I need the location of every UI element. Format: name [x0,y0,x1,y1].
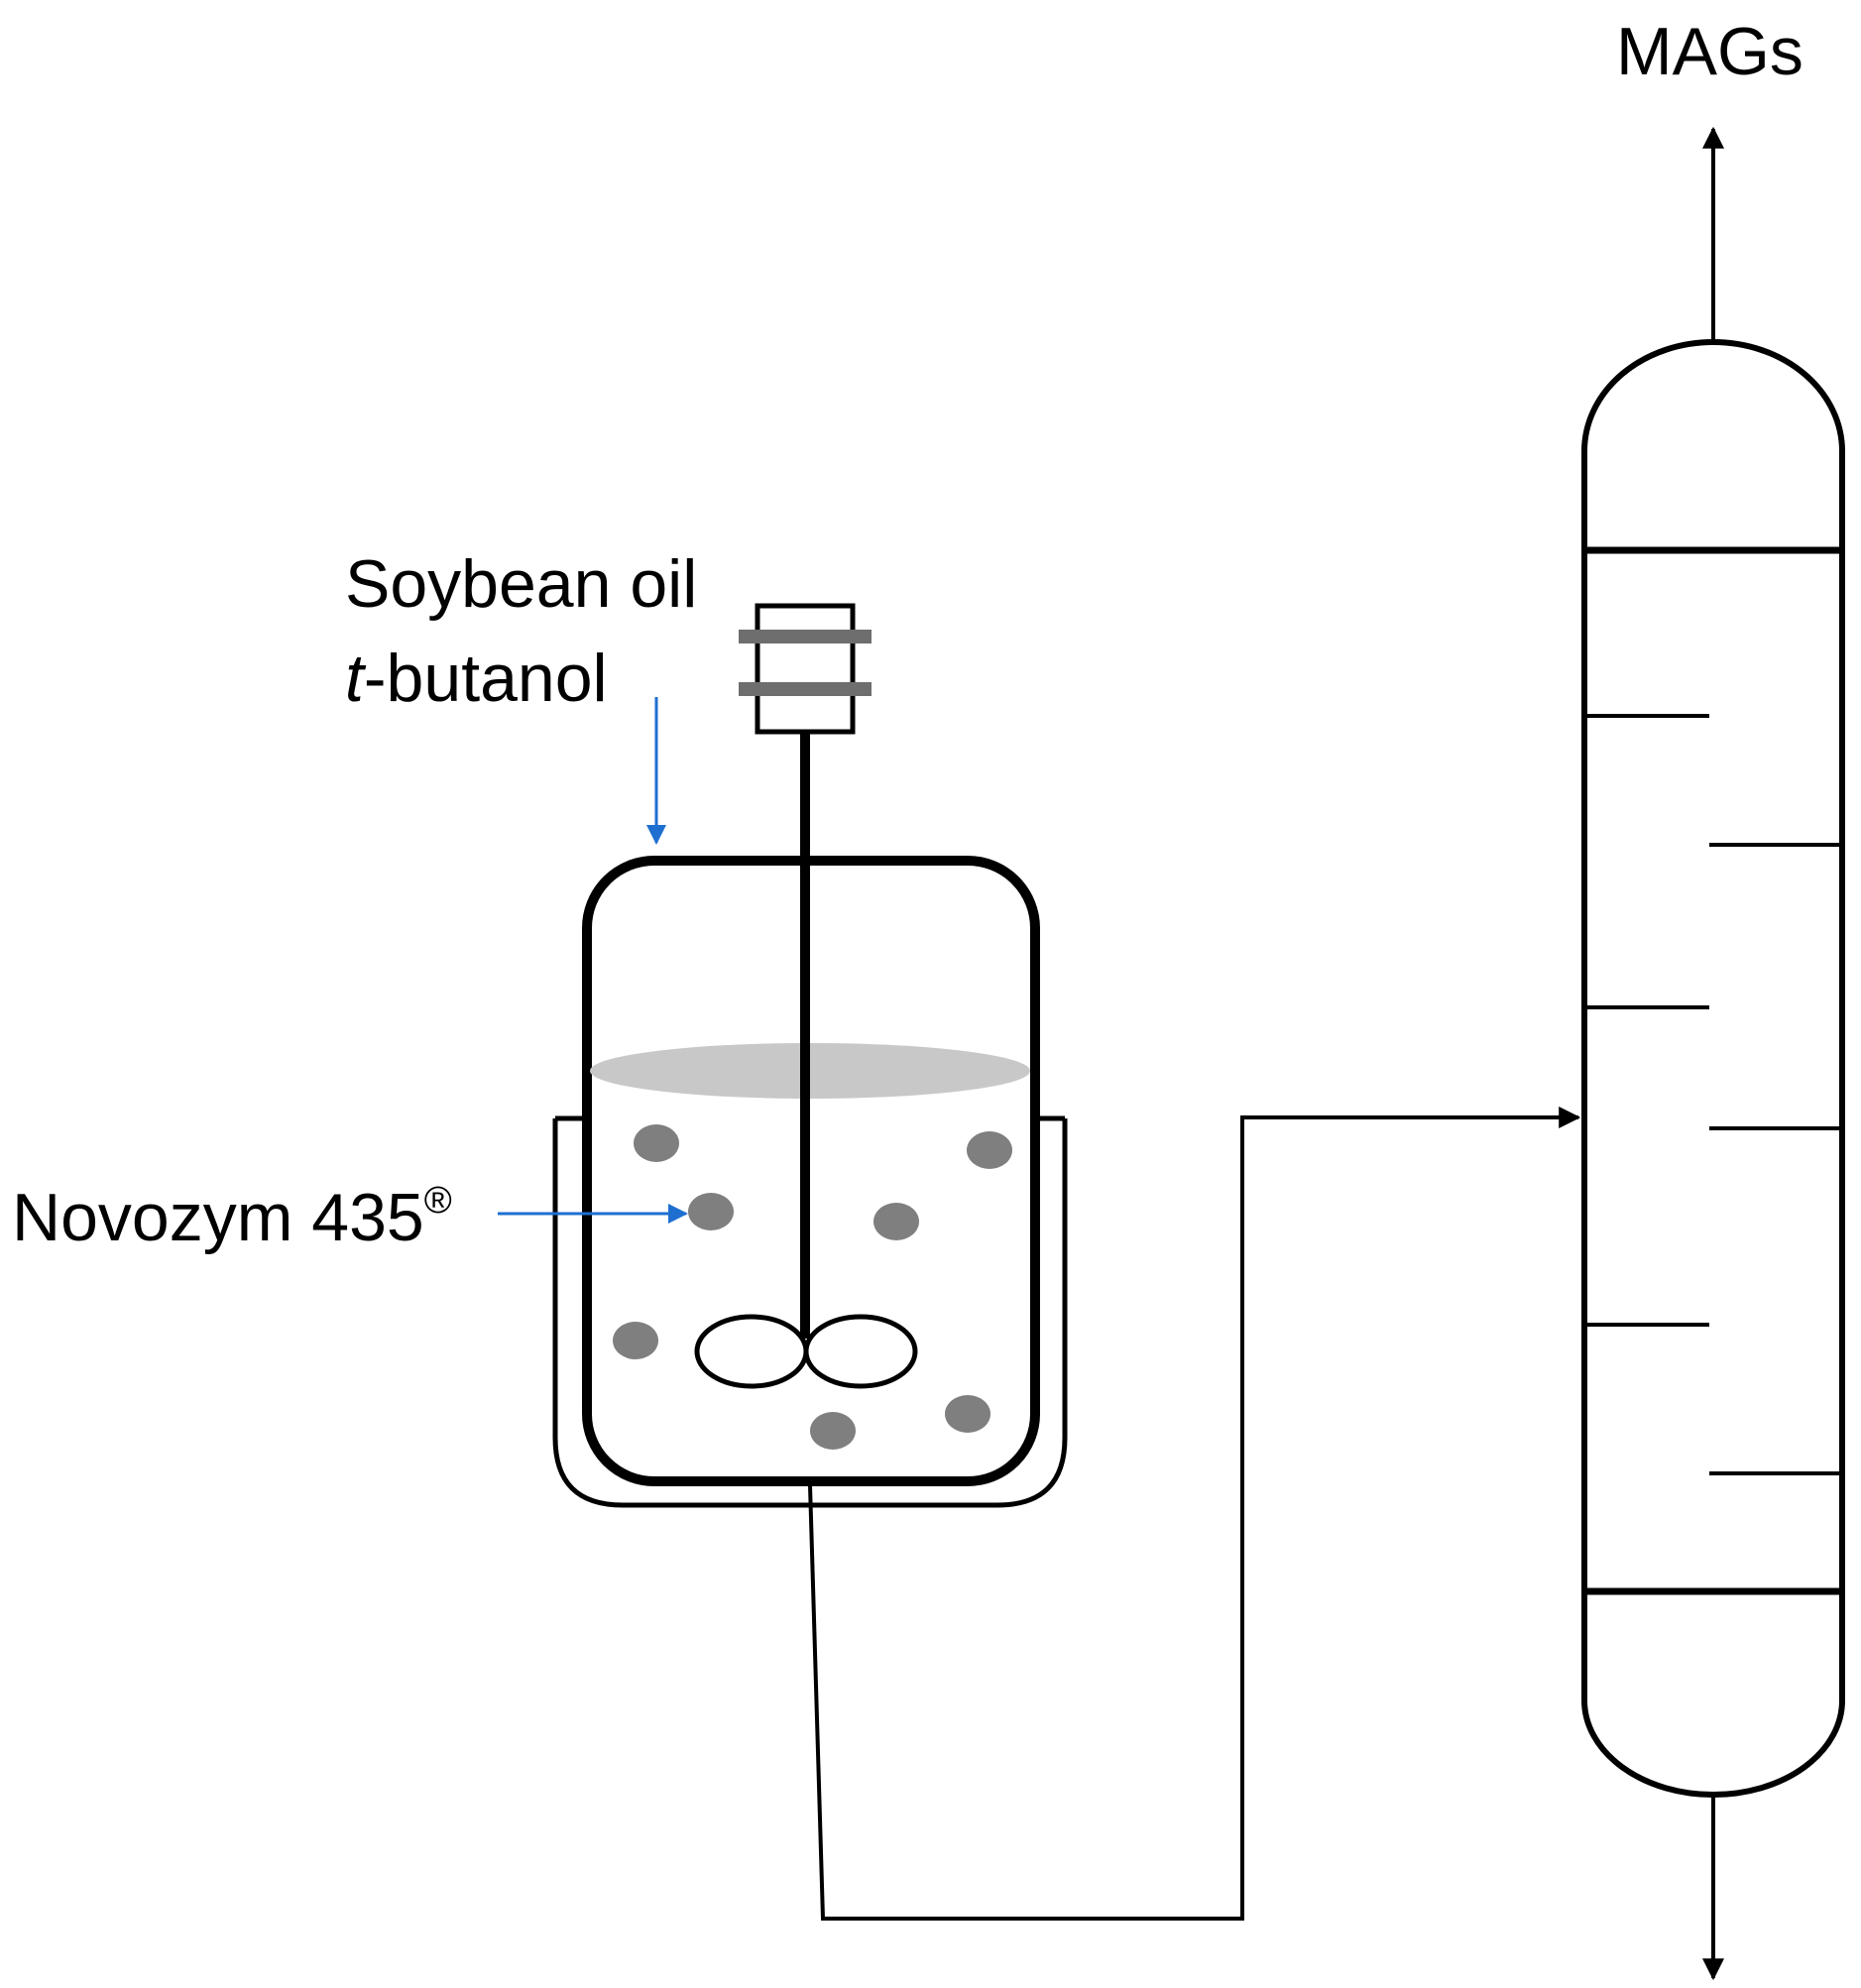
impeller-blade-right [803,1314,918,1389]
feed-label-line1: Soybean oil [345,546,698,622]
feed-label-rest: -butanol [363,641,608,716]
feed-label-line2: t-butanol [345,644,608,712]
bead [810,1412,856,1450]
impeller-blade-left [694,1314,809,1389]
column-trays [1584,714,1842,1475]
motor-band-bottom [739,682,872,696]
bead [613,1322,658,1359]
registered-mark: ® [423,1180,452,1222]
stirrer-motor [755,603,856,735]
distillation-column [1581,339,1845,1798]
feed-label-italic: t [345,641,364,716]
catalyst-name: Novozym 435 [12,1180,424,1255]
bead [873,1203,919,1240]
enzyme-beads [613,1124,1012,1450]
bead [967,1131,1012,1169]
product-label: MAGs [1616,14,1803,89]
transfer-line [808,1107,1581,1921]
motor-band-top [739,630,872,643]
catalyst-label: Novozym 435® [12,1182,452,1251]
reactor-vessel [582,856,1040,1486]
bead [945,1395,990,1433]
bead [634,1124,679,1162]
bead [688,1193,734,1230]
